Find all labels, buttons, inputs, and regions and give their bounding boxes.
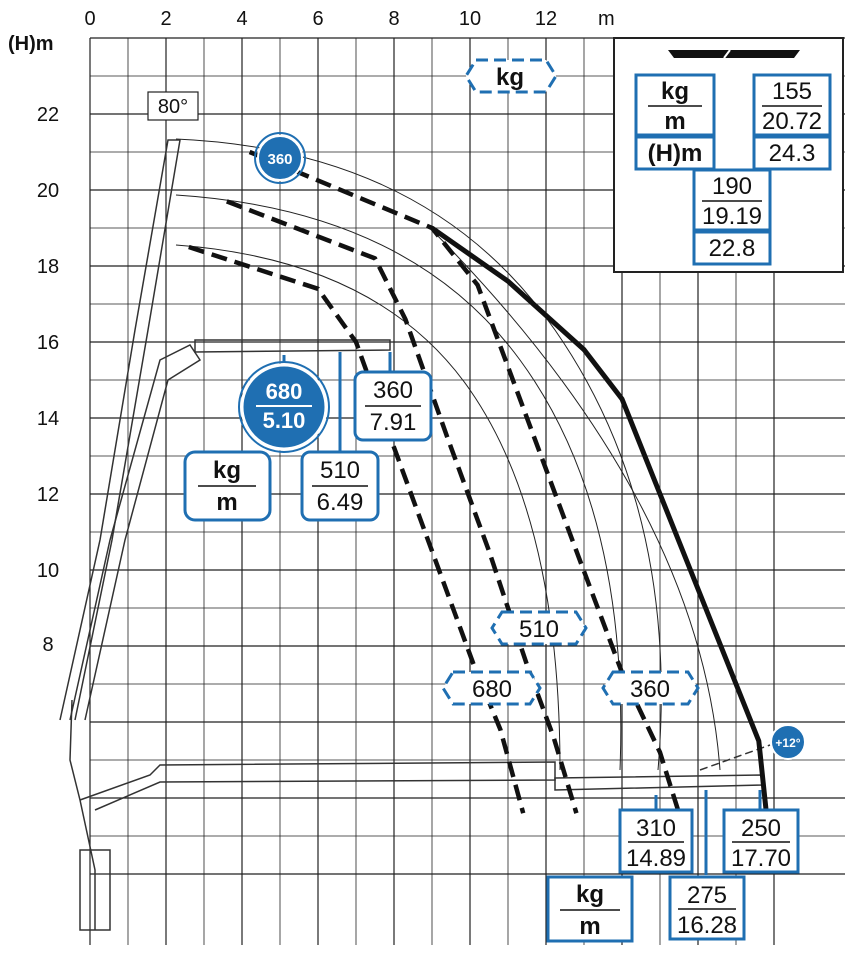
value-box-250: 250 17.70 bbox=[722, 808, 800, 874]
load-curve-510 bbox=[225, 199, 579, 814]
value-m: 17.70 bbox=[731, 845, 791, 872]
curve-label-360: 360 bbox=[601, 670, 700, 706]
y-tick-labels: 22 20 18 16 14 12 10 8 bbox=[37, 104, 59, 656]
y-tick-label: 20 bbox=[37, 180, 59, 202]
x-tick-label: 2 bbox=[160, 8, 171, 30]
tip-badge-label: 360 bbox=[267, 151, 292, 168]
value-box-510: 510 6.49 bbox=[300, 450, 380, 522]
y-tick-label: 22 bbox=[37, 104, 59, 126]
x-tick-label: 4 bbox=[236, 8, 247, 30]
curve-label: 680 bbox=[472, 676, 512, 703]
reach-arc bbox=[175, 138, 662, 771]
value-m: 16.28 bbox=[677, 912, 737, 939]
inset-kg-155: 155 bbox=[772, 78, 812, 105]
value-kg: 360 bbox=[373, 377, 413, 404]
legend-kg-m-bottom: kg m bbox=[546, 875, 634, 943]
inset-jib-icon bbox=[668, 50, 800, 58]
crane-base bbox=[79, 849, 111, 931]
inset-panel: kg m (H)m 155 20.72 24.3 190 19.19 22.8 bbox=[613, 37, 844, 273]
y-tick-label: 8 bbox=[42, 634, 53, 656]
inset-m-155: 20.72 bbox=[762, 108, 822, 135]
x-tick-labels: 0 2 4 6 8 10 12 bbox=[84, 8, 557, 30]
legend-kg-m: kg m bbox=[183, 450, 272, 522]
kg-header-label: kg bbox=[496, 64, 524, 91]
load-curve-680 bbox=[188, 244, 526, 814]
reach-arc bbox=[429, 227, 721, 771]
x-unit-label: m bbox=[598, 8, 615, 30]
curve-label: 360 bbox=[630, 676, 670, 703]
legend-m: m bbox=[216, 489, 237, 516]
crane-mast bbox=[69, 699, 96, 930]
inset-h: (H)m bbox=[648, 140, 703, 167]
y-unit-label: (H)m bbox=[8, 33, 54, 55]
main-badge: 680 5.10 bbox=[238, 361, 330, 453]
value-m: 14.89 bbox=[626, 845, 686, 872]
inset-h-190: 22.8 bbox=[709, 235, 756, 262]
main-badge-bottom: 5.10 bbox=[263, 408, 306, 433]
angle-label: 80° bbox=[158, 96, 188, 118]
angle-indicator: 80° bbox=[147, 91, 199, 121]
tip-badge: 360 bbox=[254, 132, 306, 184]
x-tick-label: 6 bbox=[312, 8, 323, 30]
y-tick-label: 14 bbox=[37, 408, 59, 430]
y-tick-label: 16 bbox=[37, 332, 59, 354]
x-tick-label: 10 bbox=[459, 8, 481, 30]
value-kg: 510 bbox=[320, 457, 360, 484]
inset-h-155: 24.3 bbox=[769, 140, 816, 167]
load-curve-155 bbox=[430, 225, 769, 814]
value-kg: 310 bbox=[636, 815, 676, 842]
angle-badge: +12° bbox=[770, 724, 806, 760]
curve-label-510: 510 bbox=[490, 610, 588, 646]
value-box-275: 275 16.28 bbox=[668, 875, 746, 941]
curve-label: 510 bbox=[519, 616, 559, 643]
y-tick-label: 18 bbox=[37, 256, 59, 278]
inset-m-190: 19.19 bbox=[702, 203, 762, 230]
crane-jib-mid bbox=[194, 339, 391, 353]
crane-jib-low bbox=[554, 774, 763, 791]
y-tick-label: 10 bbox=[37, 560, 59, 582]
main-badge-top: 680 bbox=[266, 379, 303, 404]
crane-boom-low bbox=[79, 761, 556, 811]
value-kg: 250 bbox=[741, 815, 781, 842]
load-curve-360 bbox=[248, 149, 682, 814]
value-m: 6.49 bbox=[317, 489, 364, 516]
value-box-310: 310 14.89 bbox=[618, 808, 694, 874]
curve-label-680: 680 bbox=[441, 670, 542, 706]
inset-kg: kg bbox=[661, 78, 689, 105]
legend-m: m bbox=[579, 913, 600, 940]
kg-header: kg bbox=[464, 58, 558, 94]
value-box-360: 360 7.91 bbox=[353, 370, 433, 442]
inset-kg-190: 190 bbox=[712, 173, 752, 200]
inset-m: m bbox=[664, 108, 685, 135]
load-curves bbox=[188, 149, 769, 814]
value-kg: 275 bbox=[687, 882, 727, 909]
x-tick-label: 0 bbox=[84, 8, 95, 30]
value-m: 7.91 bbox=[370, 409, 417, 436]
legend-kg: kg bbox=[576, 881, 604, 908]
crane-drawing bbox=[59, 139, 771, 931]
x-tick-label: 8 bbox=[388, 8, 399, 30]
y-tick-label: 12 bbox=[37, 484, 59, 506]
x-tick-label: 12 bbox=[535, 8, 557, 30]
angle-badge-label: +12° bbox=[775, 736, 800, 750]
legend-kg: kg bbox=[213, 457, 241, 484]
crane-boom-high bbox=[59, 139, 181, 721]
reach-arc bbox=[175, 194, 622, 771]
